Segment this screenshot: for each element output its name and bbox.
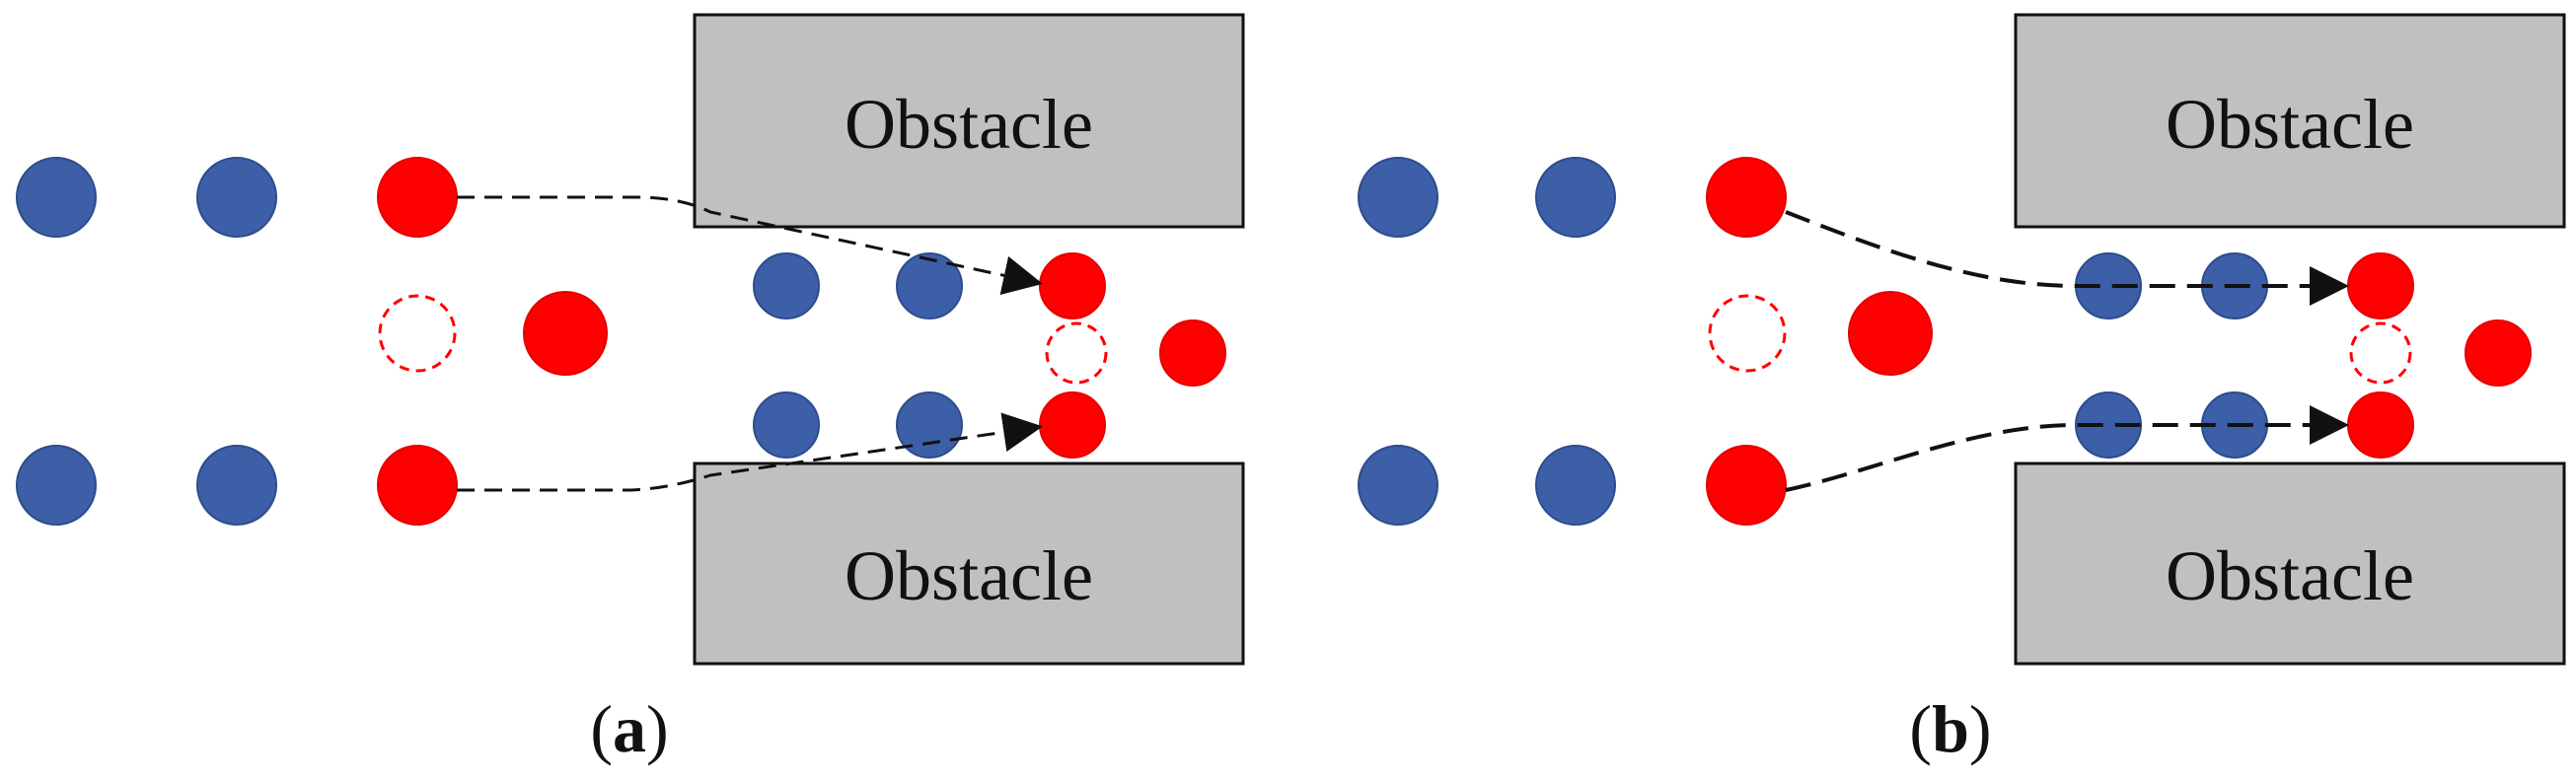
follower-robot xyxy=(1358,157,1438,238)
follower-robot xyxy=(1535,157,1616,238)
virtual-leader-robot xyxy=(2465,320,2532,387)
leader-robot xyxy=(377,157,458,238)
leader-robot xyxy=(1039,391,1106,459)
trajectory-arrow xyxy=(1785,405,2349,492)
leader-robot xyxy=(377,445,458,526)
trajectory-arrow xyxy=(457,412,1043,492)
panel-b: Obstacle Obstacle (b) xyxy=(1358,13,2566,766)
follower-robot xyxy=(896,252,963,320)
virtual-leader-ghost xyxy=(1045,321,1108,385)
trajectory-arrow xyxy=(457,195,1043,295)
virtual-leader-ghost xyxy=(1708,294,1787,373)
virtual-leader-ghost xyxy=(378,294,457,373)
follower-robot xyxy=(16,445,97,526)
follower-robot xyxy=(753,391,820,459)
follower-robot xyxy=(1535,445,1616,526)
virtual-leader-robot xyxy=(1159,320,1226,387)
follower-robot xyxy=(2075,391,2142,459)
panel-a: Obstacle Obstacle (a) xyxy=(16,13,1245,766)
follower-robot xyxy=(196,445,277,526)
leader-robot xyxy=(2347,252,2414,320)
trajectory-arrow xyxy=(1785,210,2349,306)
panel-label-b: (b) xyxy=(1909,691,1991,766)
obstacle-label: Obstacle xyxy=(845,85,1093,164)
virtual-leader-ghost xyxy=(2349,321,2412,385)
leader-robot xyxy=(1039,252,1106,320)
follower-robot xyxy=(896,391,963,459)
obstacle-bottom-b: Obstacle xyxy=(2014,462,2566,666)
obstacle-top-a: Obstacle xyxy=(693,13,1245,229)
obstacle-bottom-a: Obstacle xyxy=(693,462,1245,666)
panel-label-a: (a) xyxy=(590,691,668,766)
follower-robot xyxy=(16,157,97,238)
obstacle-label: Obstacle xyxy=(2166,85,2414,164)
follower-robot xyxy=(753,252,820,320)
leader-robot xyxy=(1706,157,1787,238)
leader-robot xyxy=(2347,391,2414,459)
virtual-leader-robot xyxy=(1848,291,1933,376)
follower-robot xyxy=(1358,445,1438,526)
obstacle-top-b: Obstacle xyxy=(2014,13,2566,229)
virtual-leader-robot xyxy=(523,291,608,376)
leader-robot xyxy=(1706,445,1787,526)
follower-robot xyxy=(196,157,277,238)
obstacle-label: Obstacle xyxy=(845,536,1093,615)
obstacle-label: Obstacle xyxy=(2166,536,2414,615)
